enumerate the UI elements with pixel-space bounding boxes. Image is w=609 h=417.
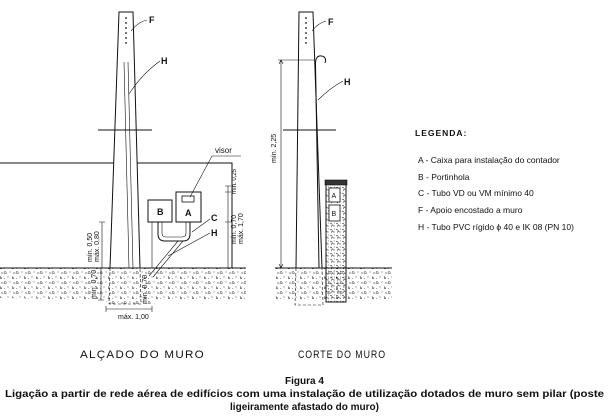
figure-number: Figura 4 <box>285 376 324 387</box>
leader-h-left-bottom <box>167 232 211 257</box>
leader-h-left-top <box>128 60 161 95</box>
label-h-right: H <box>344 77 351 87</box>
dim-min-025: mín. 0,25 <box>232 168 238 194</box>
label-f-left: F <box>149 15 155 25</box>
section-title: CORTE DO MURO <box>298 349 386 361</box>
tube-h-ground <box>148 240 184 278</box>
caption-line-1: Ligação a partir de rede aérea de edifíc… <box>5 389 604 400</box>
tube-h-right <box>314 55 327 269</box>
dim-min-050: mín. 0,50 <box>87 233 94 262</box>
wall-cap <box>324 179 348 186</box>
box-b-left <box>147 199 173 223</box>
wall-outline <box>0 162 233 268</box>
label-h-left-bottom: H <box>211 228 218 238</box>
figure-caption: Figura 4 Ligação a partir de rede aérea … <box>5 376 604 413</box>
dim-line-depth-left <box>98 268 104 301</box>
pole-left-holes <box>125 17 127 44</box>
dim-min-070-foundation: mín. 0,70 <box>142 275 149 304</box>
legend-item-h: H - Tubo PVC rígido ϕ 40 e IK 08 (PN 10) <box>418 222 574 232</box>
dim-line-box-height <box>99 221 105 268</box>
elevation-title: ALÇADO DO MURO <box>80 349 205 361</box>
ground-left <box>0 268 246 306</box>
box-a-left-label: A <box>185 208 192 218</box>
legend-item-b: B - Portinhola <box>418 172 470 182</box>
section-drawing: A B mín. 2,25 F H CORTE DO MURO <box>271 11 392 361</box>
dim-min-225: mín. 2,25 <box>271 134 278 163</box>
dim-min-070-right: mín. 0,70 <box>231 215 238 244</box>
box-b-section <box>328 204 341 222</box>
dim-max-170: máx. 1,70 <box>238 213 245 244</box>
legend-item-c: C - Tubo VD ou VM mínimo 40 <box>418 188 534 198</box>
tube-h-left <box>123 61 134 269</box>
leader-f-right <box>311 20 327 32</box>
legend-item-a: A - Caixa para instalação do contador <box>418 155 560 165</box>
dim-max-080: máx. 0,80 <box>94 231 101 262</box>
legend-item-f: F - Apoio encostado a muro <box>418 205 523 215</box>
dim-min-070-left: mín. 0,70 <box>91 270 98 299</box>
leader-c <box>191 218 211 233</box>
elevation-drawing: B A F H visor C H mín. 0,50 máx. 0,80 mí… <box>0 11 246 361</box>
visor-window <box>181 195 195 203</box>
dim-line-foundation-width <box>105 306 153 312</box>
label-f-right: F <box>328 17 334 27</box>
pipe-c-u <box>157 222 191 242</box>
label-visor: visor <box>215 146 232 155</box>
box-a-section-label: A <box>332 193 337 200</box>
dim-line-right <box>225 185 231 268</box>
leader-f-left <box>130 19 148 32</box>
box-b-left-label: B <box>157 207 164 217</box>
box-b-section-label: B <box>332 211 337 218</box>
pipe-c-u-inner <box>161 222 187 238</box>
box-a-section <box>328 187 341 203</box>
label-h-left-top: H <box>161 56 168 66</box>
label-c: C <box>211 213 218 223</box>
pole-left-buried <box>108 267 142 305</box>
dim-line-225 <box>278 59 314 269</box>
legend-heading: LEGENDA: <box>415 128 467 138</box>
leader-h-right <box>317 80 344 101</box>
box-a-left <box>175 191 202 223</box>
legend: LEGENDA: A - Caixa para instalação do co… <box>415 128 574 232</box>
caption-line-2: ligeiramente afastado do muro) <box>230 402 379 413</box>
dim-max-100: máx. 1,00 <box>118 314 149 321</box>
pole-right-holes <box>305 17 307 44</box>
pole-left <box>109 11 141 269</box>
leader-visor <box>189 155 241 198</box>
pole-right-buried <box>294 267 324 306</box>
